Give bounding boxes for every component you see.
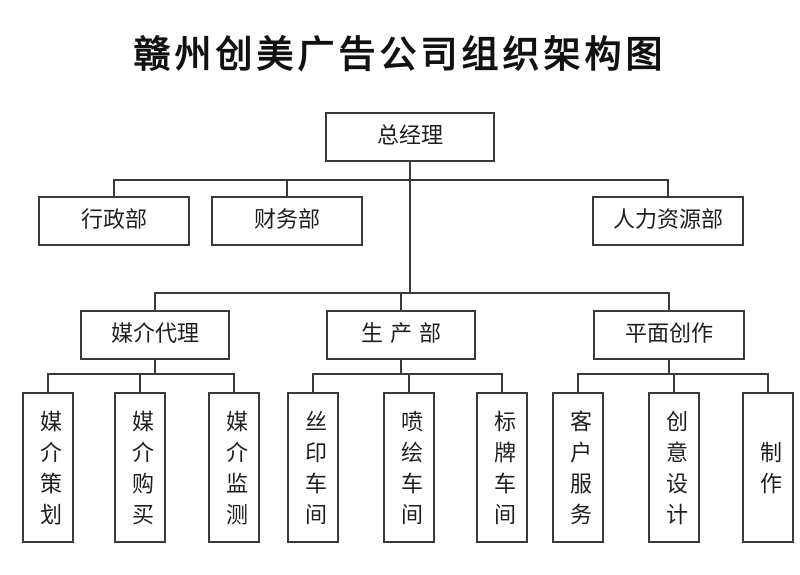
diagram-title: 赣州创美广告公司组织架构图 (133, 33, 667, 76)
org-box-graphic-creation: 平面创作 (593, 310, 745, 360)
org-box-label: 平面创作 (624, 322, 713, 347)
org-box-media-monitoring: 媒介监测 (208, 392, 260, 543)
org-box-label: 客户服务 (566, 410, 591, 534)
org-box-media-buying: 媒介购买 (114, 392, 166, 543)
org-box-label: 喷绘车间 (397, 410, 422, 534)
org-box-making: 制作 (742, 392, 794, 543)
org-box-label: 人力资源部 (612, 208, 723, 233)
org-box-silkscreen-workshop: 丝印车间 (287, 392, 339, 543)
org-box-label: 行政部 (80, 208, 147, 233)
org-box-inkjet-workshop: 喷绘车间 (383, 392, 435, 543)
org-box-label: 总经理 (376, 124, 443, 149)
org-box-media-planning: 媒介策划 (22, 392, 74, 543)
org-box-label: 媒介代理 (110, 322, 199, 347)
org-box-label: 制作 (756, 441, 781, 503)
org-box-creative-design: 创意设计 (648, 392, 700, 543)
org-box-customer-service: 客户服务 (552, 392, 604, 543)
org-box-admin-dept: 行政部 (38, 196, 190, 246)
org-box-label: 媒介策划 (36, 410, 61, 534)
org-box-production-dept: 生产部 (326, 310, 476, 360)
org-box-label: 媒介监测 (222, 410, 247, 534)
org-box-label: 媒介购买 (128, 410, 153, 534)
org-box-hr-dept: 人力资源部 (592, 196, 744, 246)
org-box-signage-workshop: 标牌车间 (476, 392, 528, 543)
org-box-label: 标牌车间 (490, 410, 515, 534)
org-box-label: 生产部 (360, 322, 448, 347)
org-box-finance-dept: 财务部 (211, 196, 363, 246)
org-box-label: 财务部 (253, 208, 320, 233)
org-box-label: 创意设计 (662, 410, 687, 534)
org-box-label: 丝印车间 (301, 410, 326, 534)
org-box-media-agency: 媒介代理 (80, 310, 230, 360)
org-box-general-manager: 总经理 (325, 112, 495, 162)
